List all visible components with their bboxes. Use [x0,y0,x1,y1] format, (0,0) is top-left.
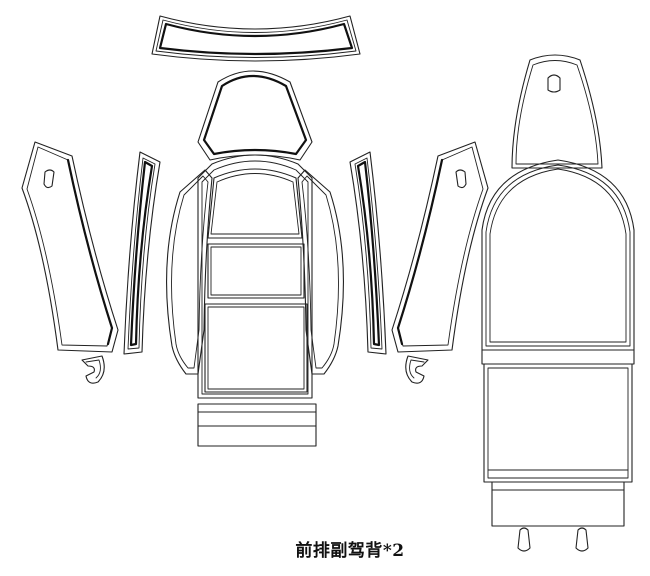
left-outer-wing [21,141,119,384]
right-outer-wing [391,141,489,384]
left-narrow-strip [123,151,161,355]
center-back-panel [197,154,313,399]
right-inner-side-panel [297,169,344,375]
right-large-back-panel [481,54,635,552]
center-bottom-strip [197,403,317,447]
right-narrow-strip [349,151,387,355]
pattern-caption: 前排副驾背*2 [295,541,405,561]
center-head-panel [197,70,313,161]
top-headband-piece [151,15,361,62]
left-inner-side-panel [166,169,213,375]
